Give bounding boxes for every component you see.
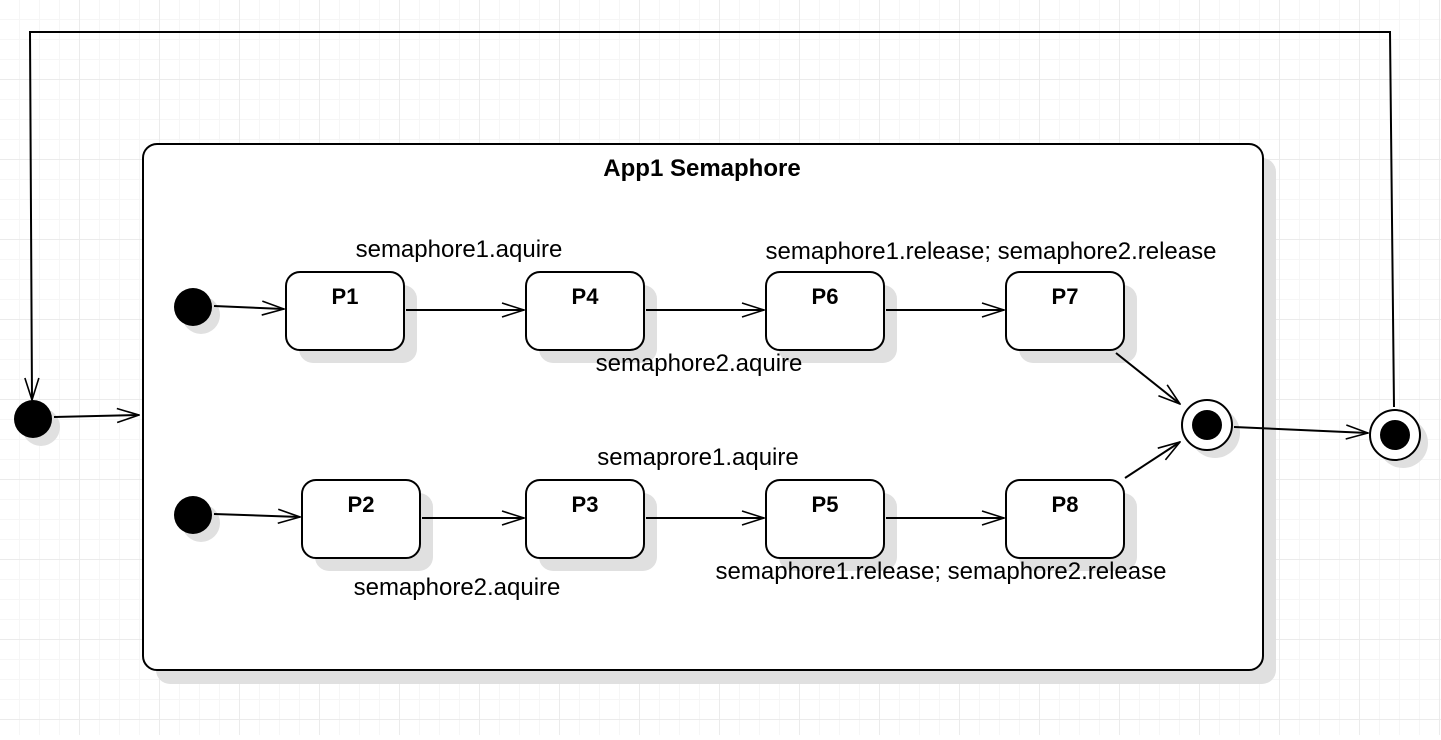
label-p4-p6: semaphore2.aquire xyxy=(596,350,803,377)
outer-initial-state[interactable] xyxy=(14,400,60,446)
state-p5-label: P5 xyxy=(812,492,839,517)
state-p2[interactable]: P2 xyxy=(301,479,433,571)
state-p8[interactable]: P8 xyxy=(1005,479,1137,571)
state-p1[interactable]: P1 xyxy=(285,271,417,363)
state-p6-label: P6 xyxy=(812,284,839,309)
composite-state-app1-semaphore[interactable] xyxy=(142,143,1276,684)
state-p7-label: P7 xyxy=(1052,284,1079,309)
outer-final-state[interactable] xyxy=(1369,409,1428,468)
inner-initial-state-bottom[interactable] xyxy=(174,496,220,542)
label-p3-p5: semaprore1.aquire xyxy=(597,444,798,471)
label-p2-p3: semaphore2.aquire xyxy=(354,574,561,601)
state-p3[interactable]: P3 xyxy=(525,479,657,571)
state-p6[interactable]: P6 xyxy=(765,271,897,363)
inner-initial-state-top[interactable] xyxy=(174,288,220,334)
state-p2-label: P2 xyxy=(348,492,375,517)
transition-inner-final-outer-final[interactable] xyxy=(1233,427,1368,433)
transition-p7-final[interactable] xyxy=(1115,352,1180,404)
state-p1-label: P1 xyxy=(332,284,359,309)
state-p5[interactable]: P5 xyxy=(765,479,897,571)
label-p5-p8: semaphore1.release; semaphore2.release xyxy=(716,558,1167,585)
state-p4[interactable]: P4 xyxy=(525,271,657,363)
transition-p8-final[interactable] xyxy=(1124,442,1180,479)
outer-initial-transition[interactable] xyxy=(53,415,139,417)
state-p7[interactable]: P7 xyxy=(1005,271,1137,363)
inner-final-state[interactable] xyxy=(1181,399,1240,458)
loop-back-transition[interactable] xyxy=(30,31,1395,408)
transition-initial-p2[interactable] xyxy=(213,514,300,517)
transition-initial-p1[interactable] xyxy=(213,306,284,309)
state-p3-label: P3 xyxy=(572,492,599,517)
label-p6-p7: semaphore1.release; semaphore2.release xyxy=(766,238,1217,265)
label-p1-p4: semaphore1.aquire xyxy=(356,236,563,263)
state-p8-label: P8 xyxy=(1052,492,1079,517)
state-p4-label: P4 xyxy=(572,284,600,309)
composite-state-title: App1 Semaphore xyxy=(603,155,800,182)
